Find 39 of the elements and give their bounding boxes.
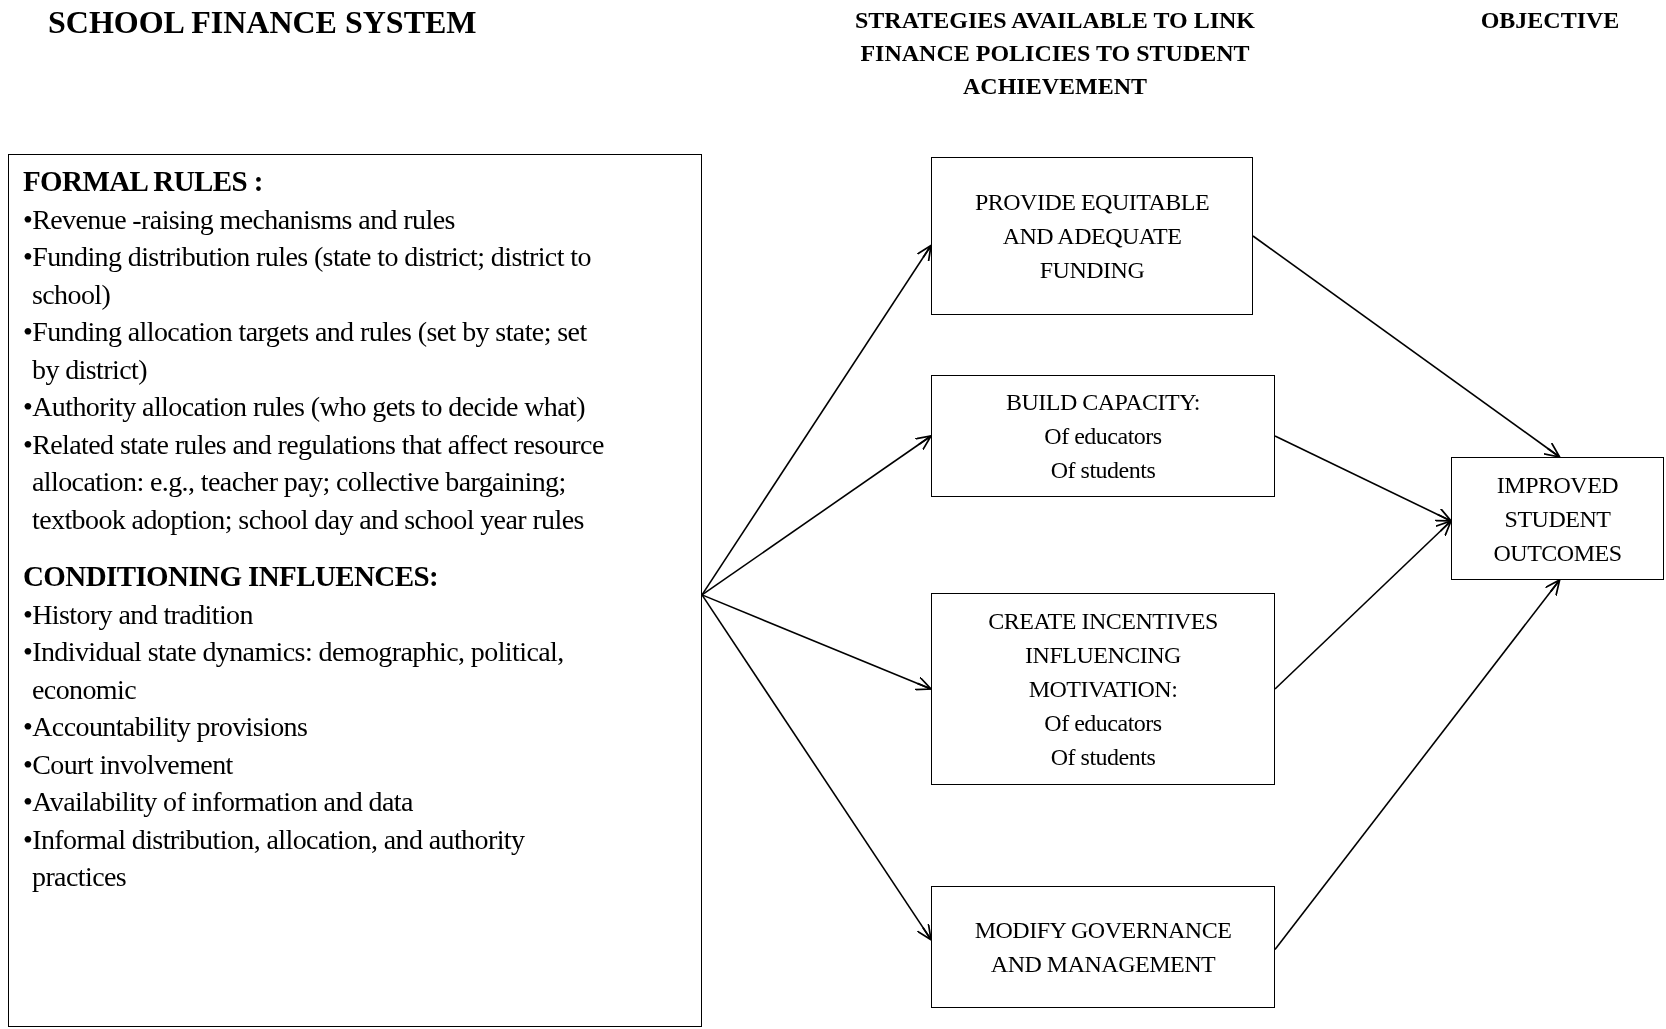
bullet-item: •Court involvement <box>23 747 234 782</box>
bullet-item: •Accountability provisions <box>23 710 309 744</box>
bullet-item: •Individual state dynamics: demographic, political, economic <box>23 635 565 707</box>
bullet-item: •Funding distribution rules (state to district; district to school) <box>23 240 592 312</box>
arrow <box>1274 435 1452 522</box>
column-heading: OBJECTIVE <box>1479 6 1621 35</box>
box-text: MODIFY GOVERNANCE AND MANAGEMENT <box>973 916 1233 979</box>
arrow <box>701 244 932 596</box>
bullet-item: •Availability of information and data <box>23 785 414 819</box>
rules-panel <box>8 154 702 1027</box>
arrow <box>1274 520 1452 690</box>
arrow <box>701 594 932 691</box>
strategy-box <box>931 886 1275 1008</box>
diagram-title: SCHOOL FINANCE SYSTEM <box>48 6 477 39</box>
column-heading: STRATEGIES AVAILABLE TO LINK FINANCE POLICIES TO STUDENT ACHIEVEMENT <box>854 6 1256 101</box>
bullet-item: •Informal distribution, allocation, and authority practices <box>23 822 526 894</box>
strategy-box <box>1451 457 1664 580</box>
bullet-item: •History and tradition <box>23 597 254 632</box>
bullet-item: •Funding allocation targets and rules (set by state; set by district) <box>23 315 588 387</box>
arrow <box>1252 235 1561 458</box>
strategy-box <box>931 375 1275 497</box>
box-subtext: Of students <box>1050 456 1156 485</box>
box-subtext: Of students <box>1050 743 1156 772</box>
section-heading: FORMAL RULES : <box>23 164 264 199</box>
box-text: IMPROVED STUDENT OUTCOMES <box>1492 470 1623 568</box>
bullet-item: •Revenue -raising mechanisms and rules <box>23 202 456 237</box>
box-text: BUILD CAPACITY: <box>1005 388 1201 417</box>
arrow <box>701 435 932 596</box>
bullet-item: •Related state rules and regulations that affect resource allocation: e.g., teacher pay; collective bargaining; textbook adoption; school day and school year rules <box>23 427 605 537</box>
strategy-box <box>931 593 1275 785</box>
box-text: CREATE INCENTIVES INFLUENCING MOTIVATION: <box>987 607 1219 704</box>
arrow <box>1274 579 1561 951</box>
box-subtext: Of educators <box>1044 422 1162 451</box>
bullet-item: •Authority allocation rules (who gets to decide what) <box>23 390 586 424</box>
box-text: PROVIDE EQUITABLE AND ADEQUATE FUNDING <box>973 188 1211 285</box>
strategy-box <box>931 157 1253 315</box>
box-subtext: Of educators <box>1044 709 1162 738</box>
arrow <box>701 594 932 941</box>
section-heading: CONDITIONING INFLUENCES: <box>23 559 440 594</box>
